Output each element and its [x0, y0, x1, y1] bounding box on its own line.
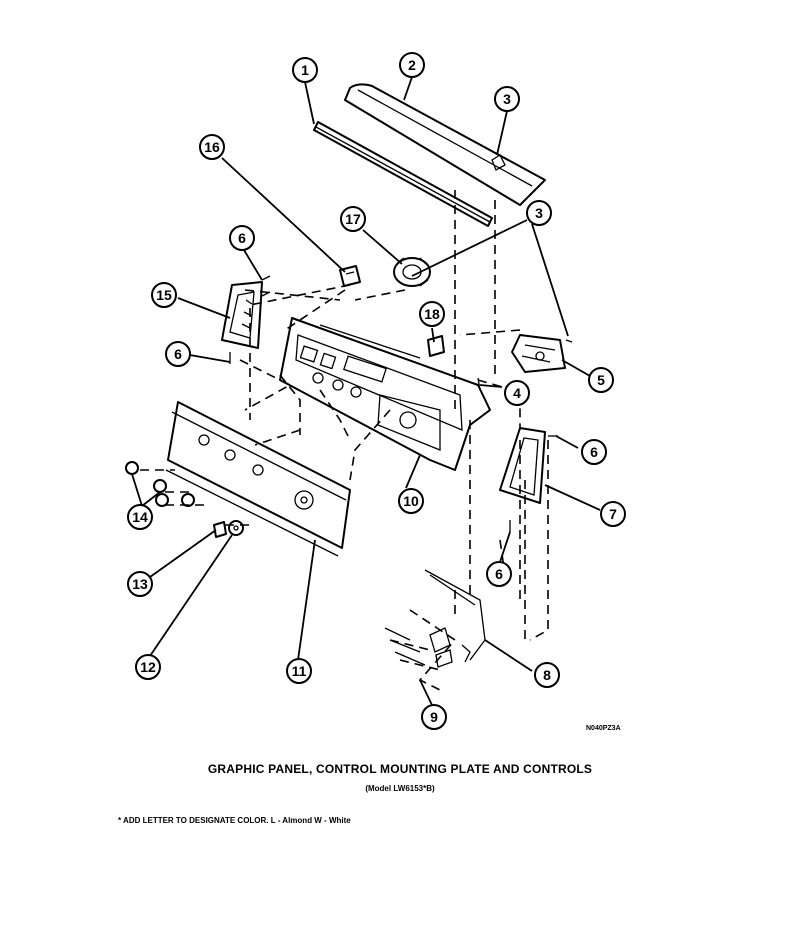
callout-6-lower-left: 6 [165, 341, 191, 367]
wiring-harness-part [384, 569, 486, 668]
control-mounting-plate-part [279, 317, 491, 471]
callout-7: 7 [600, 501, 626, 527]
screw-parts [229, 275, 573, 532]
color-footnote: * ADD LETTER TO DESIGNATE COLOR. L - Alm… [118, 816, 351, 825]
svg-text:6: 6 [590, 444, 598, 460]
callout-17: 17 [340, 206, 366, 232]
svg-text:16: 16 [204, 139, 220, 155]
callout-2: 2 [399, 52, 425, 78]
timer-motor-part [393, 257, 431, 287]
svg-text:8: 8 [543, 667, 551, 683]
callout-3-mid: 3 [526, 200, 552, 226]
svg-text:11: 11 [292, 663, 307, 679]
svg-text:6: 6 [238, 230, 246, 246]
diagram-title: GRAPHIC PANEL, CONTROL MOUNTING PLATE AN… [207, 762, 593, 776]
callout-3-top: 3 [494, 86, 520, 112]
callout-6-upper-left: 6 [229, 225, 255, 251]
svg-text:12: 12 [140, 659, 156, 675]
callout-18: 18 [419, 301, 445, 327]
callout-10: 10 [398, 488, 424, 514]
callout-12: 12 [135, 654, 161, 680]
svg-text:6: 6 [174, 346, 182, 362]
switch-part-18 [427, 335, 445, 357]
trim-strip-part [313, 121, 493, 227]
leader-lines [131, 76, 601, 706]
svg-text:9: 9 [430, 709, 438, 725]
switch-part-16 [339, 265, 361, 287]
svg-text:15: 15 [156, 287, 172, 303]
diagram-subtitle: (Model LW6153*B) [365, 784, 435, 793]
svg-text:3: 3 [535, 205, 543, 221]
callout-15: 15 [151, 282, 177, 308]
callout-5: 5 [588, 367, 614, 393]
svg-text:18: 18 [424, 306, 440, 322]
svg-text:3: 3 [503, 91, 511, 107]
drawing-id-label: N040PZ3A [586, 725, 621, 732]
svg-text:7: 7 [609, 506, 617, 522]
svg-text:4: 4 [513, 385, 521, 401]
graphic-panel-part [165, 401, 351, 557]
callout-1: 1 [292, 57, 318, 83]
callout-11: 11 [286, 658, 312, 684]
callout-14: 14 [127, 504, 153, 530]
top-cover-part [344, 83, 546, 206]
callout-13: 13 [127, 571, 153, 597]
left-end-cap-part [221, 281, 263, 349]
svg-text:6: 6 [495, 566, 503, 582]
svg-text:1: 1 [301, 62, 309, 78]
svg-text:13: 13 [132, 576, 148, 592]
callout-6-lower-right: 6 [486, 561, 512, 587]
right-end-cap-part [499, 427, 546, 504]
callout-4: 4 [504, 380, 530, 406]
callout-9: 9 [421, 704, 447, 730]
svg-text:10: 10 [403, 493, 419, 509]
callout-6-right: 6 [581, 439, 607, 465]
svg-text:14: 14 [132, 509, 148, 525]
svg-text:5: 5 [597, 372, 605, 388]
callout-16: 16 [199, 134, 225, 160]
callout-8: 8 [534, 662, 560, 688]
svg-text:2: 2 [408, 57, 416, 73]
timer-part [511, 334, 566, 373]
alignment-lines [140, 190, 549, 691]
svg-text:17: 17 [345, 211, 361, 227]
